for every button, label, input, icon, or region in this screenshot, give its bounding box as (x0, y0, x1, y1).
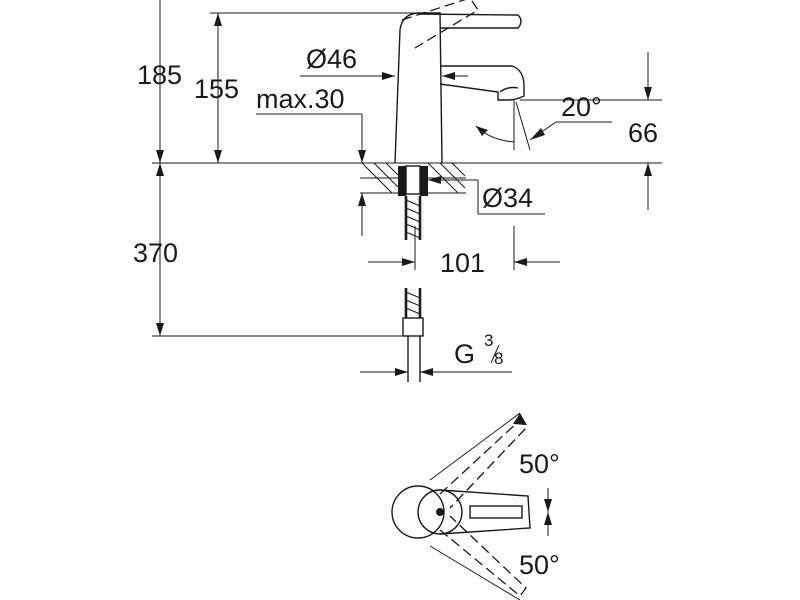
mounting-nut (405, 165, 421, 195)
label-hole-diameter: Ø34 (482, 183, 533, 213)
mounting-stud (398, 166, 406, 196)
thread-fraction-slash (490, 344, 500, 364)
label-thread-letter: G (454, 339, 475, 369)
label-body-diameter: Ø46 (306, 44, 357, 74)
spout (439, 65, 525, 101)
spout-aerator (499, 86, 519, 93)
label-max-thickness: max.30 (256, 84, 345, 114)
label-spout-clearance: 66 (628, 118, 658, 148)
faucet-side-view (152, 0, 662, 382)
label-rotation-top: 50° (519, 449, 560, 479)
supply-hose-top (404, 196, 422, 240)
counter-slab (360, 162, 466, 194)
label-below-counter: 370 (133, 238, 178, 268)
dimension-lines (152, 0, 662, 376)
lever-top (439, 489, 531, 535)
mounting-stud-right (420, 166, 428, 196)
lever (417, 13, 522, 29)
lever-rotated-right (439, 515, 527, 597)
faucet-top-view (391, 412, 552, 600)
lever-tilted-outline (401, 0, 479, 49)
label-thread-denominator: 8 (494, 349, 503, 368)
lever-slot (469, 505, 523, 519)
hose-braid-lower (405, 291, 421, 315)
label-thread-numerator: 3 (484, 331, 493, 350)
label-rotation-bottom: 50° (519, 550, 560, 580)
faucet-center-point (436, 508, 444, 516)
supply-hose-bottom (404, 288, 422, 318)
rotation-line-top (429, 412, 521, 481)
rotation-line-bottom (429, 545, 521, 600)
label-spout-reach: 101 (440, 248, 485, 278)
hose-braid (405, 199, 421, 239)
label-spout-height: 155 (194, 74, 239, 104)
hose-fitting (402, 317, 424, 337)
label-lever-angle: 20° (561, 92, 602, 122)
label-total-height: 185 (137, 60, 182, 90)
